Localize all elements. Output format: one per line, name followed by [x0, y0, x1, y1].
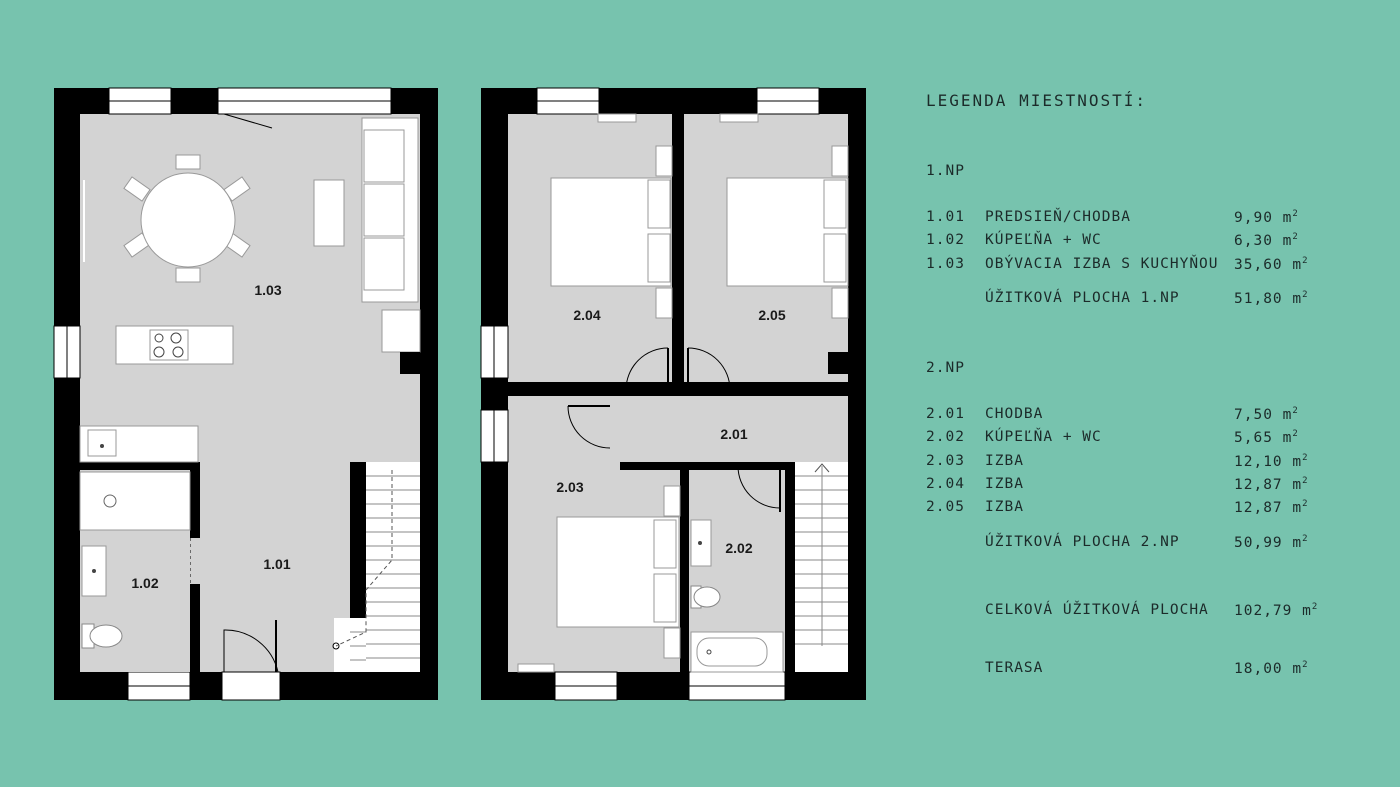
legend-row-name: OBÝVACIA IZBA S KUCHYŇOU [985, 256, 1219, 272]
legend-row-area: 7,50 [1234, 407, 1273, 423]
bed [556, 516, 680, 628]
legend-row-area: 12,10 [1234, 454, 1283, 470]
legend-row-name: PREDSIEŇ/CHODBA [985, 209, 1131, 225]
legend-row-area: 9,90 [1234, 210, 1273, 226]
door-swing [567, 405, 611, 449]
legend-row-code: 2.04 [926, 476, 965, 492]
washing-machine [79, 471, 191, 531]
legend-terrace-area: 18,00 [1234, 661, 1283, 677]
door-swing [737, 465, 781, 509]
legend-row-name: CHODBA [985, 406, 1044, 422]
terrace-door-swing [223, 113, 273, 129]
legend-row-code: 1.03 [926, 256, 965, 272]
room-legend: LEGENDA MIESTNOSTÍ: 1.NP 1.01 PREDSIEŇ/C… [926, 91, 1319, 677]
entrance-door [221, 671, 281, 701]
bathroom-wall [80, 462, 200, 470]
legend-row-name: IZBA [985, 499, 1024, 515]
legend-row-code: 2.02 [926, 429, 965, 445]
dining-table [123, 154, 251, 283]
kitchen-island [115, 325, 234, 365]
door-swing [625, 347, 669, 391]
toilet-icon [81, 623, 123, 649]
stair-wall [350, 462, 366, 618]
legend-row-code: 2.01 [926, 406, 965, 422]
room-2-01 [620, 396, 848, 462]
legend-row-area: 12,87 [1234, 500, 1283, 516]
legend-terrace-name: TERASA [985, 660, 1044, 676]
room-label-2-03: 2.03 [556, 479, 583, 495]
legend-total-name: ÚŽITKOVÁ PLOCHA 1.NP [985, 290, 1180, 306]
legend-row-name: KÚPEĽŇA + WC [985, 429, 1102, 445]
coffee-table [313, 179, 345, 247]
room-label-1-01: 1.01 [263, 556, 290, 572]
room-label-2-04: 2.04 [573, 307, 600, 323]
staircase [366, 462, 420, 672]
legend-row-area: 12,87 [1234, 477, 1283, 493]
bed [726, 177, 849, 287]
legend-heading-1np: 1.NP [926, 163, 965, 179]
cooktop-icon [149, 329, 189, 361]
legend-total-area: 51,80 [1234, 291, 1283, 307]
cabinet [381, 309, 421, 353]
room-label-2-02: 2.02 [725, 540, 752, 556]
floor-plan-1np: 1.03 1.02 1.01 [53, 87, 438, 701]
legend-title: LEGENDA MIESTNOSTÍ: [926, 91, 1148, 110]
legend-row-code: 1.02 [926, 232, 965, 248]
room-label-2-05: 2.05 [758, 307, 785, 323]
legend-row-code: 2.03 [926, 453, 965, 469]
legend-grand-total-area: 102,79 [1234, 603, 1293, 619]
room-label-2-01: 2.01 [720, 426, 747, 442]
legend-heading-2np: 2.NP [926, 360, 965, 376]
legend-row-code: 2.05 [926, 499, 965, 515]
bed [550, 177, 672, 287]
legend-row-code: 1.01 [926, 209, 965, 225]
legend-row-name: KÚPEĽŇA + WC [985, 232, 1102, 248]
legend-row-area: 6,30 [1234, 233, 1273, 249]
toilet-icon [690, 585, 721, 609]
room-label-1-03: 1.03 [254, 282, 281, 298]
floor-plan-2np: 2.04 2.05 2.01 2.03 2.02 [480, 87, 866, 701]
sink-icon [87, 429, 117, 457]
legend-row-area: 35,60 [1234, 257, 1283, 273]
legend-row-name: IZBA [985, 453, 1024, 469]
legend-row-name: IZBA [985, 476, 1024, 492]
legend-total-area: 50,99 [1234, 535, 1283, 551]
door-swing [687, 347, 731, 391]
legend-grand-total-name: CELKOVÁ ÚŽITKOVÁ PLOCHA [985, 602, 1209, 618]
legend-total-name: ÚŽITKOVÁ PLOCHA 2.NP [985, 534, 1180, 550]
washbasin-icon [81, 545, 107, 597]
legend-row-area: 5,65 [1234, 430, 1273, 446]
room-label-1-02: 1.02 [131, 575, 158, 591]
